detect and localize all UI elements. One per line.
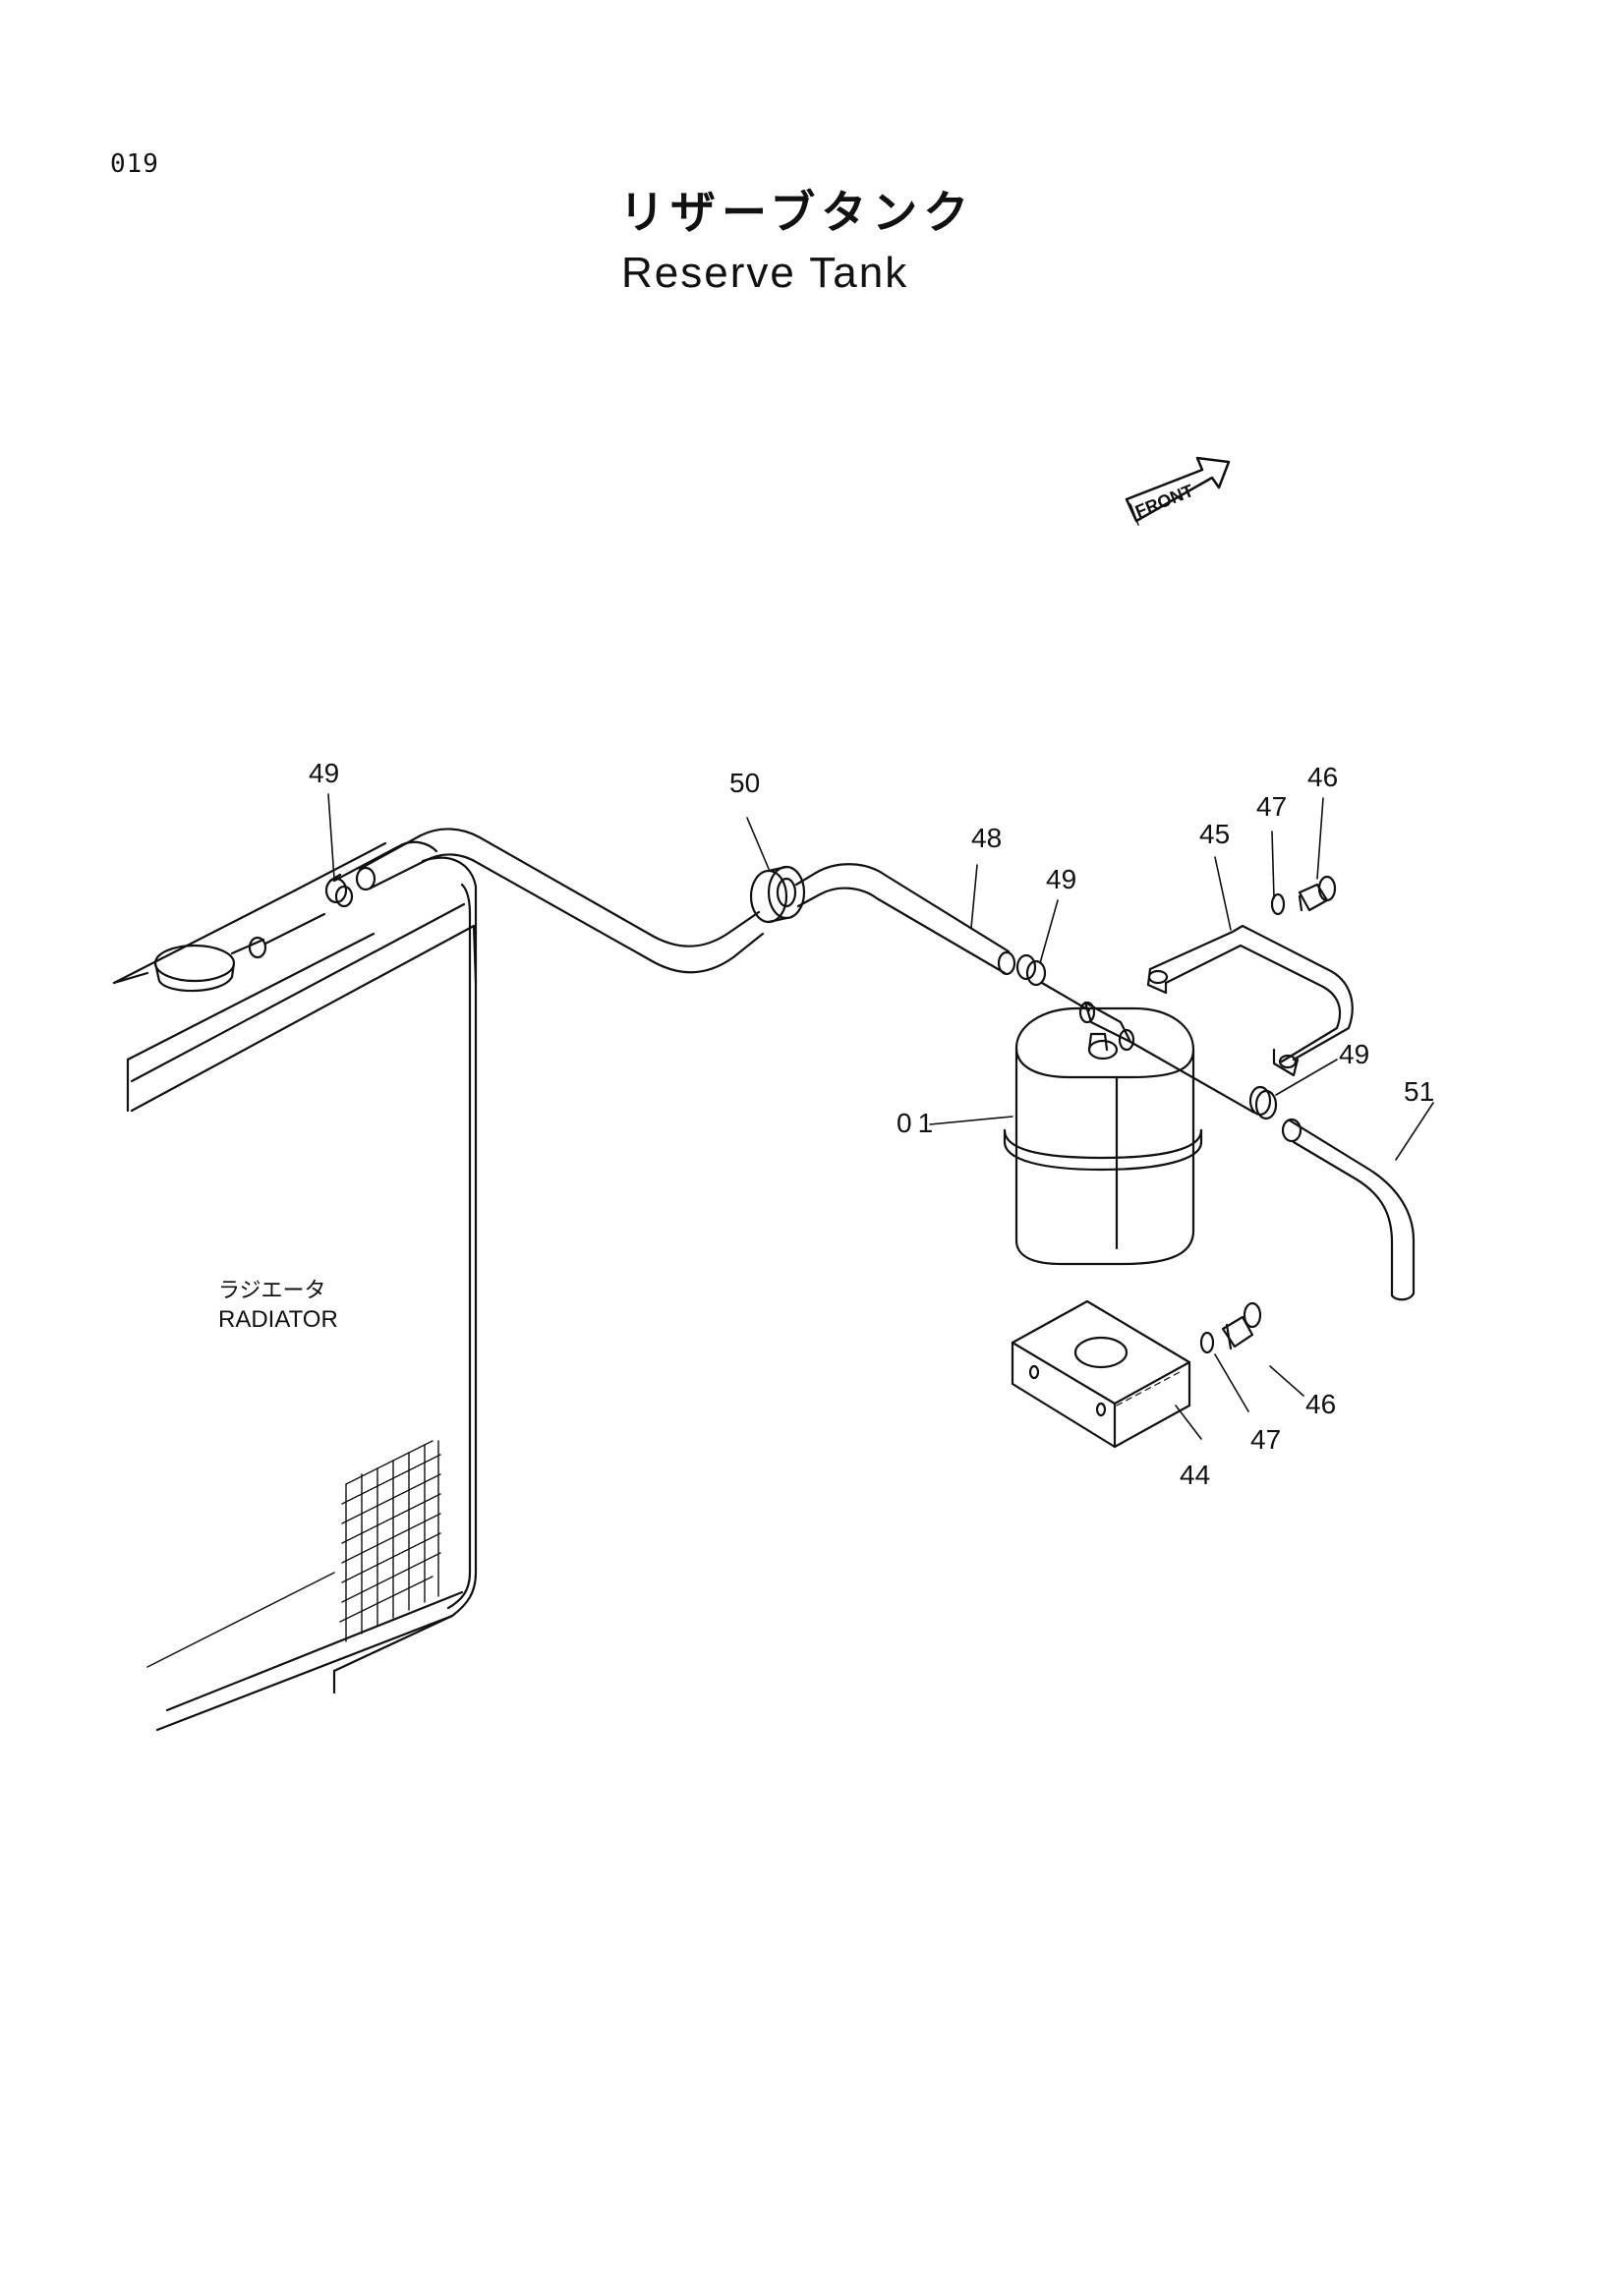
bracket-44 (1011, 1299, 1191, 1449)
callout-44: 44 (1180, 1460, 1210, 1490)
callout-45: 45 (1199, 819, 1230, 849)
callout-47-upper: 47 (1256, 791, 1287, 822)
callout-46-upper: 46 (1307, 762, 1338, 792)
callout-51: 51 (1404, 1076, 1434, 1107)
bolt-46-lower (1199, 1301, 1262, 1354)
radiator-cap (153, 912, 326, 993)
radiator-label-japanese: ラジエータ (218, 1278, 326, 1302)
callout-49-radiator: 49 (309, 758, 339, 788)
bolt-46-upper (1270, 875, 1337, 916)
front-label: FRONT (1132, 481, 1196, 522)
callout-50: 50 (729, 768, 760, 798)
overflow-hose-48 (355, 828, 1016, 976)
leader-lines (327, 793, 1434, 1440)
drain-hose-51 (1281, 1118, 1416, 1301)
hose-clamp-49-lower (1248, 1085, 1278, 1120)
reserve-tank-01 (1003, 1006, 1203, 1266)
callout-01: 01 (897, 1108, 939, 1138)
callout-47-lower: 47 (1250, 1424, 1281, 1455)
front-arrow-icon (1125, 456, 1231, 526)
page-title-japanese: リザーブタンク (619, 186, 975, 239)
radiator (112, 840, 478, 1732)
callout-49-lower: 49 (1339, 1039, 1369, 1069)
hose-clamp-49-upper (1015, 953, 1091, 1012)
hose-clamp-49-radiator (324, 873, 354, 908)
callout-46-lower: 46 (1305, 1389, 1336, 1419)
page-title-english: Reserve Tank (621, 249, 909, 297)
title-block: リザーブタンク Reserve Tank (550, 183, 1012, 305)
callout-49-upper: 49 (1046, 864, 1076, 894)
grommet-50 (749, 865, 806, 924)
page-number: 019 (110, 149, 159, 179)
bracket-45 (1146, 924, 1354, 1077)
callout-48: 48 (971, 823, 1002, 853)
radiator-label-english: RADIATOR (218, 1306, 338, 1333)
